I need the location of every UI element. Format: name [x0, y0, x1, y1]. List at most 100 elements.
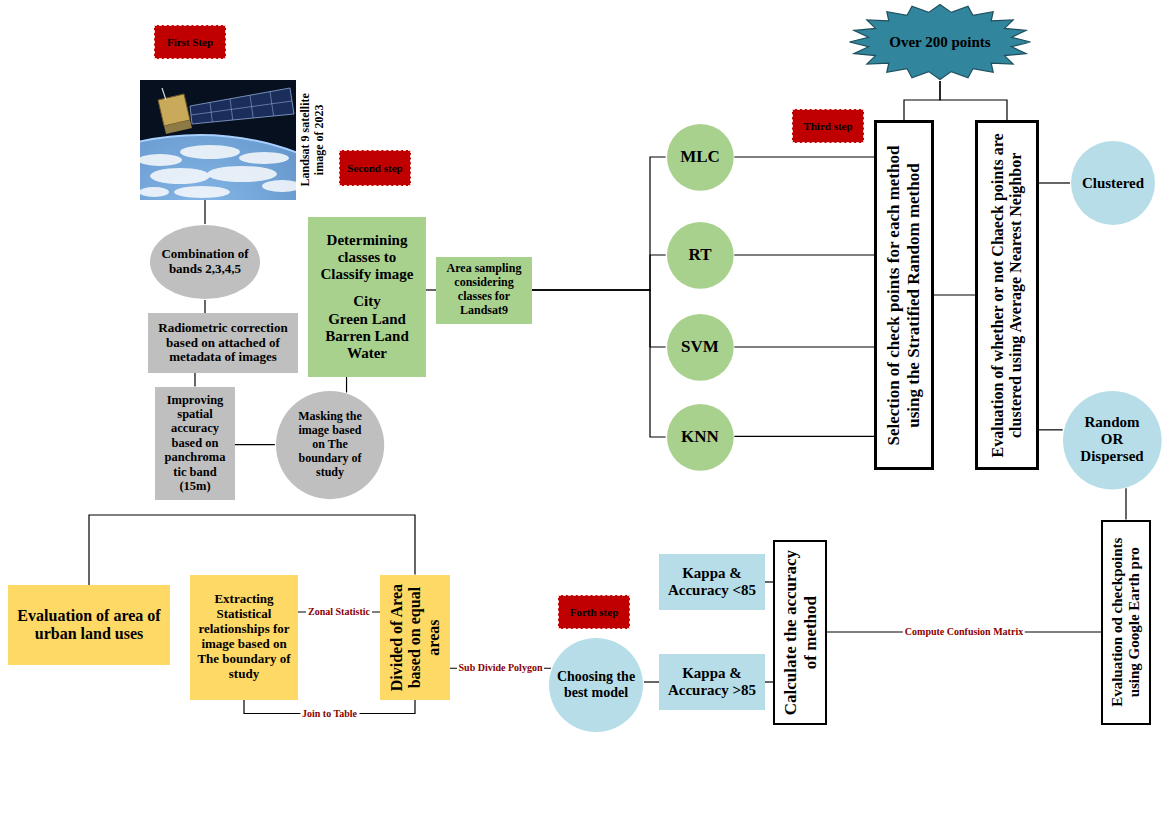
step-badge: First Step — [154, 25, 226, 59]
connector — [346, 377, 347, 392]
method-circle: RT — [666, 221, 735, 290]
method-circle: MLC — [666, 123, 735, 192]
node-text: Determining classes to Classify image — [314, 232, 420, 284]
connector — [532, 290, 666, 437]
connector — [765, 681, 773, 682]
ellipse-shape — [667, 404, 734, 471]
rotated-text-holder: Evaluation of whether or not Chaeck poin… — [989, 129, 1026, 461]
cloud — [174, 186, 230, 198]
node-text: Selection of check points for each metho… — [884, 129, 923, 461]
connector — [450, 668, 551, 669]
text-holder: Clustered — [1075, 175, 1151, 192]
edge-label: Sub Divide Polygon — [457, 662, 545, 674]
connector — [235, 444, 275, 445]
node-text: Third step — [803, 120, 852, 133]
satellite-illustration — [140, 80, 296, 200]
rotated-text-holder: Divided of Area based on equal areas — [387, 581, 442, 694]
solar-panel-grid — [191, 92, 292, 122]
ellipse-shape — [667, 314, 734, 381]
connector — [298, 611, 380, 612]
rotated-text-holder: Calculate the accuracy of method — [780, 548, 819, 717]
node-text: Second step — [347, 162, 402, 175]
connector — [934, 294, 975, 295]
node-text: Improving spatial accuracy based on panc… — [161, 393, 229, 494]
rotated-text-holder: Landsat 9 satellite image of 2023 — [299, 83, 327, 197]
rotated-text-holder: Evaluation od checkpoints using Google E… — [1109, 527, 1144, 716]
connector — [827, 631, 1101, 632]
node-text: Choosing the best model — [555, 669, 637, 701]
connector — [734, 156, 874, 157]
connector — [244, 700, 415, 714]
node-text: Area sampling considering classes for La… — [442, 262, 526, 317]
cloud — [140, 187, 169, 197]
ellipse-outline — [548, 637, 644, 733]
ellipse-shape — [276, 391, 384, 499]
text-holder: Random OR Dispersed — [1075, 414, 1149, 466]
connector — [532, 290, 666, 347]
node-text: Extracting Statistical relationships for… — [196, 592, 292, 682]
ellipse-shape — [1063, 391, 1162, 490]
vertical-process-box: Selection of check points for each metho… — [874, 120, 934, 470]
connector — [765, 581, 773, 582]
solar-panel — [190, 88, 294, 124]
edge-label: Zonal Statistic — [306, 606, 372, 618]
result-circle: Clustered — [1070, 140, 1156, 226]
ellipse-shape — [549, 638, 643, 732]
result-circle: Random OR Dispersed — [1062, 390, 1162, 491]
edge-label: Join to Table — [300, 708, 359, 720]
text-holder: RT — [672, 245, 728, 265]
vertical-process-box: Evaluation od checkpoints using Google E… — [1101, 520, 1151, 725]
method-circle: KNN — [666, 403, 735, 472]
satellite-image: Landsat 9 satellite image of 2023 — [140, 80, 330, 200]
text-holder: Over 200 points — [875, 34, 1005, 51]
process-box: Radiometric correction based on attached… — [148, 313, 298, 373]
connector — [734, 346, 874, 347]
text-holder: MLC — [672, 147, 728, 167]
connector — [644, 681, 659, 682]
connector — [194, 373, 195, 387]
text-holder: Choosing the best model — [555, 669, 637, 701]
connector — [940, 81, 1007, 120]
text-holder: SVM — [672, 337, 728, 357]
text-holder: KNN — [672, 427, 728, 447]
process-ellipse: Combination of bands 2,3,4,5 — [149, 224, 261, 300]
cloud — [262, 180, 296, 192]
threshold-box: Kappa & Accuracy >85 — [659, 654, 765, 710]
ellipse-shape — [667, 222, 734, 289]
connector — [1039, 182, 1070, 183]
connector — [734, 436, 874, 437]
rotated-text-holder: Selection of check points for each metho… — [884, 129, 923, 461]
ellipse-shape — [667, 124, 734, 191]
class-box: Determining classes to Classify imageCit… — [308, 217, 426, 377]
satellite-antenna — [162, 88, 166, 100]
cloud — [140, 154, 182, 166]
connector — [532, 157, 666, 290]
node-text: Over 200 points — [875, 34, 1005, 51]
earth-globe — [140, 135, 296, 200]
connector — [426, 289, 436, 290]
process-box: Extracting Statistical relationships for… — [190, 575, 298, 700]
node-text: Water — [347, 345, 387, 362]
satellite-base — [164, 120, 192, 134]
method-circle: SVM — [666, 313, 735, 382]
connector — [1125, 488, 1126, 519]
step-badge: Third step — [792, 109, 864, 143]
edge-label: Compute Confusion Matrix — [903, 626, 1025, 638]
panel-line — [191, 101, 292, 115]
node-text: Evaluation of area of urban land uses — [14, 607, 164, 644]
node-text: Radiometric correction based on attached… — [154, 321, 292, 366]
cloud — [207, 166, 277, 182]
node-text: Calculate the accuracy of method — [780, 548, 819, 717]
node-text: Clustered — [1075, 175, 1151, 192]
connector — [1039, 429, 1063, 430]
cloud-group — [140, 145, 296, 198]
node-text: Landsat 9 satellite image of 2023 — [299, 83, 327, 197]
node-text: Random OR Dispersed — [1075, 414, 1149, 466]
cloud — [180, 145, 240, 159]
node-text: Forth step — [570, 606, 619, 619]
node-text: Evaluation od checkpoints using Google E… — [1109, 527, 1144, 716]
connector — [734, 254, 874, 255]
decision-circle: Choosing the best model — [548, 637, 644, 733]
connector — [532, 255, 666, 290]
